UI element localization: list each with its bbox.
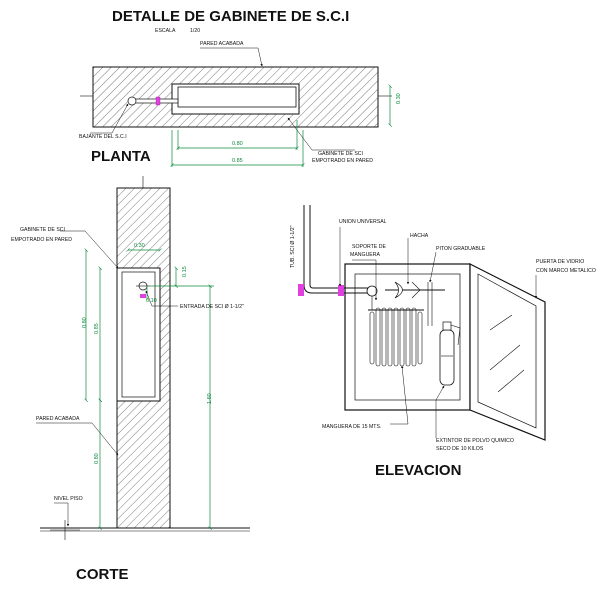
corte-heading: CORTE: [76, 566, 129, 583]
elev-label-tuberia: TUB. SCI Ø 1-1/2": [290, 225, 296, 268]
planta-dim-depth: 0.30: [396, 93, 402, 104]
corte-label-gabinete-1: GABINETE DE SCI: [20, 227, 65, 233]
elevacion-view: TUB. SCI Ø 1-1/2" UNION UNIVERSAL SOPORT…: [290, 205, 596, 479]
scale-label: ESCALA: [155, 28, 176, 34]
elev-label-hacha: HACHA: [410, 233, 429, 239]
corte-dim-big: 1.60: [207, 393, 213, 404]
elev-label-piton: PITON GRADUABLE: [436, 246, 486, 252]
corte-dim-h1: 0.85: [94, 323, 100, 334]
planta-view: 0.30 0.80 0.85 PARED ACABADA BAJANTE DEL…: [79, 41, 402, 167]
planta-dim-outer: 0.85: [232, 158, 243, 164]
corte-dim-small: 0.15: [182, 266, 188, 277]
planta-dim-inner: 0.80: [232, 141, 243, 147]
drawing-title: DETALLE DE GABINETE DE S.C.I: [112, 8, 349, 25]
corte-dim-h2: 0.80: [82, 317, 88, 328]
planta-heading: PLANTA: [91, 148, 151, 165]
corte-label-pared: PARED ACABADA: [36, 416, 80, 422]
elev-label-union: UNION UNIVERSAL: [339, 219, 387, 225]
corte-view: 0.30 0.15 0.10 0.85 0.80 0.80 1.60 GABIN…: [11, 176, 250, 583]
planta-label-bajante: BAJANTE DEL S.C.I: [79, 134, 127, 140]
elev-label-puerta-2: CON MARCO METALICO: [536, 268, 596, 274]
elev-label-soporte-2: MANGUERA: [350, 252, 381, 258]
elev-label-extintor-2: SECO DE 10 KILOS: [436, 446, 484, 452]
elev-label-puerta-1: PUERTA DE VIDRIO: [536, 259, 584, 265]
corte-label-gabinete-2: EMPOTRADO EN PARED: [11, 237, 72, 243]
scale-value: 1/20: [190, 28, 200, 34]
planta-label-pared: PARED ACABADA: [200, 41, 244, 47]
elev-label-manguera: MANGUERA DE 15 MTS.: [322, 424, 381, 430]
corte-label-entrada: ENTRADA DE SCI Ø 1-1/2": [180, 304, 244, 310]
corte-dim-top: 0.30: [134, 243, 145, 249]
corte-label-nivel: NIVEL PISO: [54, 496, 83, 502]
planta-label-gabinete-2: EMPOTRADO EN PARED: [312, 158, 373, 164]
elev-label-extintor-1: EXTINTOR DE POLVO QUIMICO: [436, 438, 514, 444]
elev-label-soporte-1: SOPORTE DE: [352, 244, 386, 250]
corte-dim-low: 0.10: [146, 298, 157, 304]
corte-dim-h3: 0.80: [94, 453, 100, 464]
planta-label-gabinete-1: GABINETE DE SCI: [318, 151, 363, 157]
elevacion-heading: ELEVACION: [375, 462, 461, 479]
